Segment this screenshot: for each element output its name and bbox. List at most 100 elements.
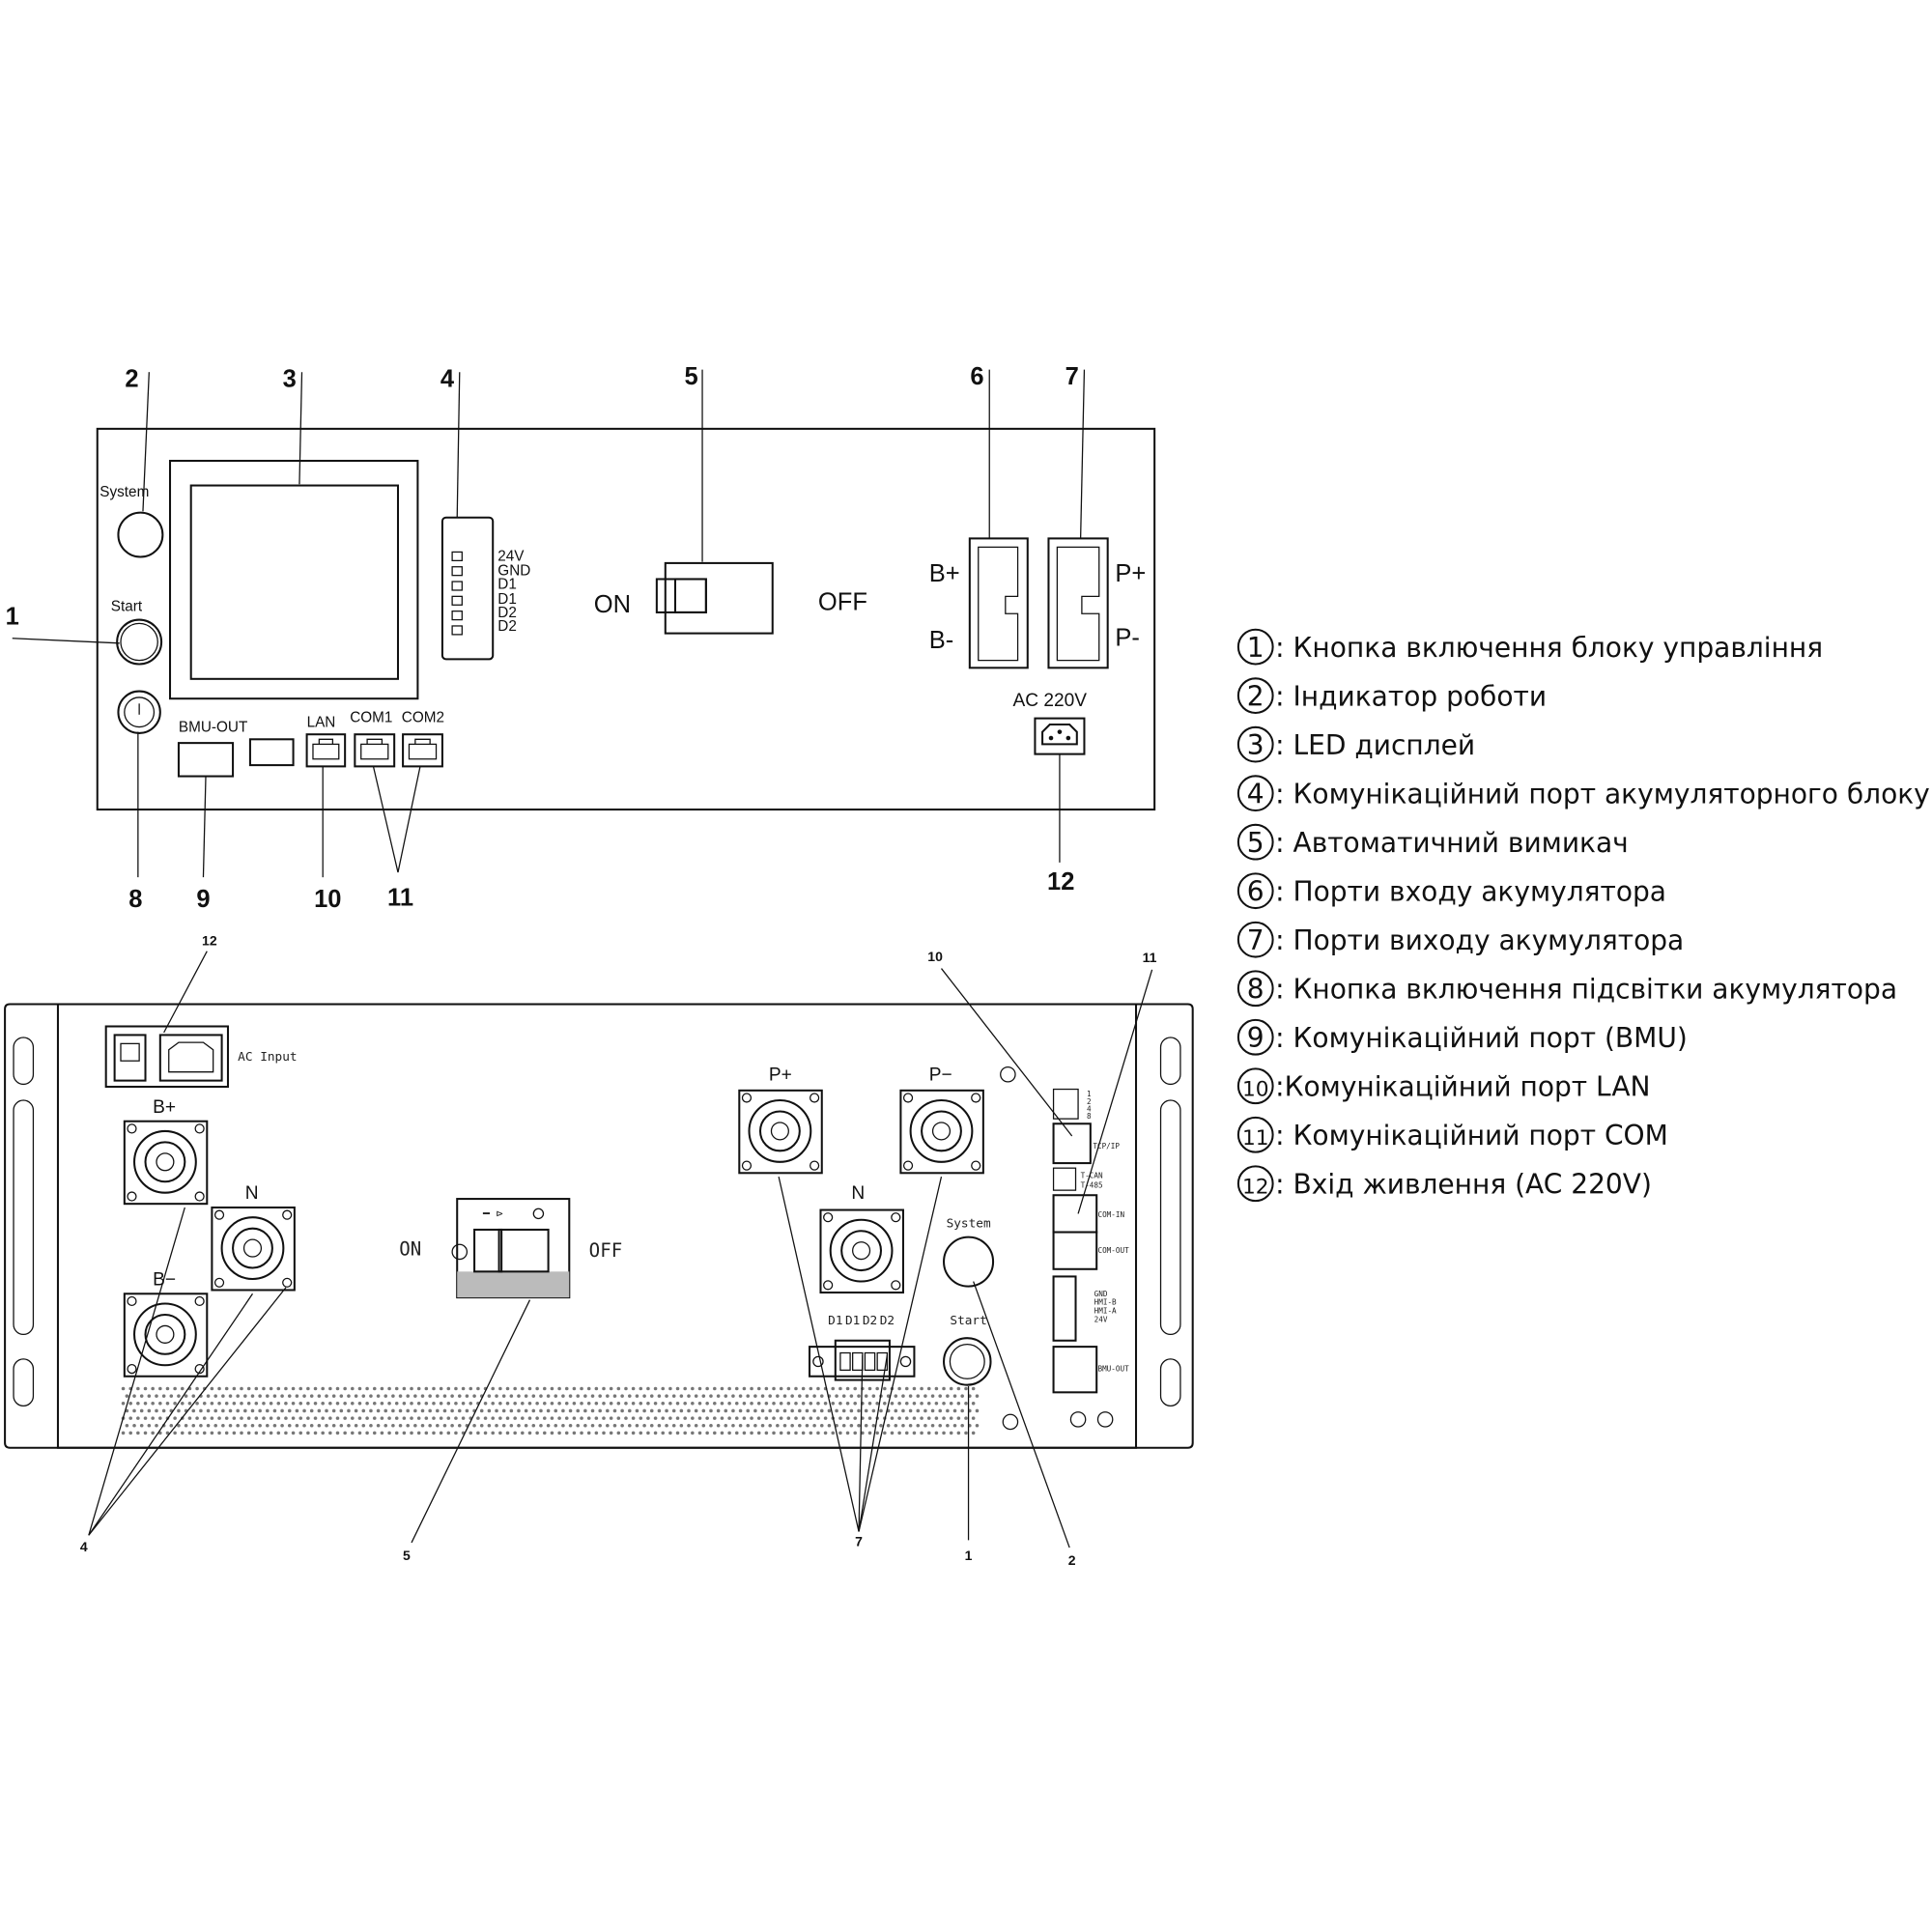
vent-hole xyxy=(376,1394,381,1398)
vent-hole xyxy=(428,1408,432,1413)
callout-4: 4 xyxy=(80,1539,88,1554)
vent-hole xyxy=(831,1402,836,1406)
vent-hole xyxy=(476,1386,480,1391)
leader-lines xyxy=(12,369,1086,878)
vent-hole xyxy=(394,1431,399,1435)
vent-hole xyxy=(250,1423,255,1428)
vent-hole xyxy=(317,1394,322,1398)
vent-hole xyxy=(165,1402,170,1406)
vent-hole xyxy=(410,1386,413,1391)
vent-hole xyxy=(772,1416,776,1420)
tcpip-label: TCP/IP xyxy=(1093,1142,1120,1151)
legend-item: 8: Кнопка включення підсвітки акумулятор… xyxy=(1236,970,1897,1008)
vent-hole xyxy=(498,1431,502,1435)
vent-hole xyxy=(339,1408,344,1413)
backlight-button[interactable] xyxy=(117,690,161,734)
vent-hole xyxy=(764,1402,769,1406)
vent-hole xyxy=(679,1408,684,1413)
power-terminals xyxy=(123,1089,984,1378)
circuit-breaker[interactable]: ━ ⊳ xyxy=(451,1198,571,1299)
vent-hole xyxy=(365,1431,369,1435)
callout-12: 12 xyxy=(1047,868,1074,895)
vent-hole xyxy=(809,1431,813,1435)
vent-hole xyxy=(691,1416,695,1420)
vent-hole xyxy=(542,1416,547,1420)
pin-label: 24V xyxy=(497,548,525,564)
vent-hole xyxy=(816,1386,820,1391)
vent-hole xyxy=(439,1416,443,1420)
vent-hole xyxy=(580,1402,583,1406)
vent-hole xyxy=(890,1431,895,1435)
vent-hole xyxy=(894,1423,898,1428)
callout-5: 5 xyxy=(684,363,697,390)
legend-number-circle xyxy=(1236,1067,1274,1105)
vent-hole xyxy=(724,1408,728,1413)
dip-switch xyxy=(1052,1088,1079,1120)
vent-hole xyxy=(246,1402,251,1406)
vent-hole xyxy=(952,1408,957,1413)
vent-hole xyxy=(946,1423,950,1428)
vent-hole xyxy=(450,1423,454,1428)
vent-hole xyxy=(875,1386,879,1391)
vent-hole xyxy=(125,1423,129,1428)
vent-hole xyxy=(436,1423,440,1428)
led-display-frame xyxy=(169,460,419,700)
vent-hole xyxy=(598,1394,602,1398)
callout-7: 7 xyxy=(855,1534,863,1549)
vent-hole xyxy=(266,1408,270,1413)
vent-hole xyxy=(550,1386,554,1391)
vent-hole xyxy=(612,1423,617,1428)
vent-hole xyxy=(616,1431,621,1435)
vent-hole xyxy=(697,1416,702,1420)
vent-hole xyxy=(313,1416,318,1420)
vent-hole xyxy=(121,1431,126,1435)
vent-hole xyxy=(539,1408,543,1413)
vent-hole xyxy=(402,1402,407,1406)
circuit-breaker[interactable] xyxy=(655,561,774,635)
vent-hole xyxy=(720,1431,724,1435)
vent-hole xyxy=(199,1423,203,1428)
vent-hole xyxy=(624,1386,628,1391)
start-label: Start xyxy=(111,599,143,615)
vent-hole xyxy=(823,1431,828,1435)
vent-hole xyxy=(302,1394,306,1398)
vent-hole xyxy=(971,1416,976,1420)
start-button[interactable] xyxy=(943,1337,992,1386)
vent-hole xyxy=(236,1394,240,1398)
b-minus-label: B− xyxy=(153,1269,176,1290)
com2-port xyxy=(402,733,443,768)
vent-hole xyxy=(406,1423,410,1428)
vent-hole xyxy=(410,1402,413,1406)
vent-hole xyxy=(956,1431,961,1435)
vent-hole xyxy=(498,1386,502,1391)
vent-hole xyxy=(554,1423,558,1428)
vent-hole xyxy=(357,1402,362,1406)
legend-number: 7 xyxy=(1247,924,1264,956)
legend-number: 11 xyxy=(1242,1126,1269,1151)
vent-hole xyxy=(132,1408,136,1413)
vent-hole xyxy=(764,1416,769,1420)
vent-hole xyxy=(923,1423,927,1428)
vent-hole xyxy=(816,1402,820,1406)
vent-hole xyxy=(169,1394,174,1398)
vent-hole xyxy=(228,1394,233,1398)
vent-hole xyxy=(561,1423,565,1428)
vent-hole xyxy=(495,1423,498,1428)
vent-hole xyxy=(616,1386,621,1391)
vent-hole xyxy=(823,1416,828,1420)
vent-hole xyxy=(521,1416,525,1420)
start-button[interactable] xyxy=(116,618,163,666)
vent-hole xyxy=(398,1408,403,1413)
vent-hole xyxy=(812,1423,816,1428)
vent-hole xyxy=(191,1408,196,1413)
vent-hole xyxy=(779,1431,783,1435)
vent-hole xyxy=(351,1402,355,1406)
vent-hole xyxy=(173,1386,177,1391)
vent-hole xyxy=(280,1423,284,1428)
vent-hole xyxy=(416,1416,421,1420)
vent-hole xyxy=(187,1416,192,1420)
vent-hole xyxy=(147,1423,152,1428)
vent-hole xyxy=(845,1431,850,1435)
vent-hole xyxy=(187,1402,192,1406)
vent-hole xyxy=(794,1416,798,1420)
